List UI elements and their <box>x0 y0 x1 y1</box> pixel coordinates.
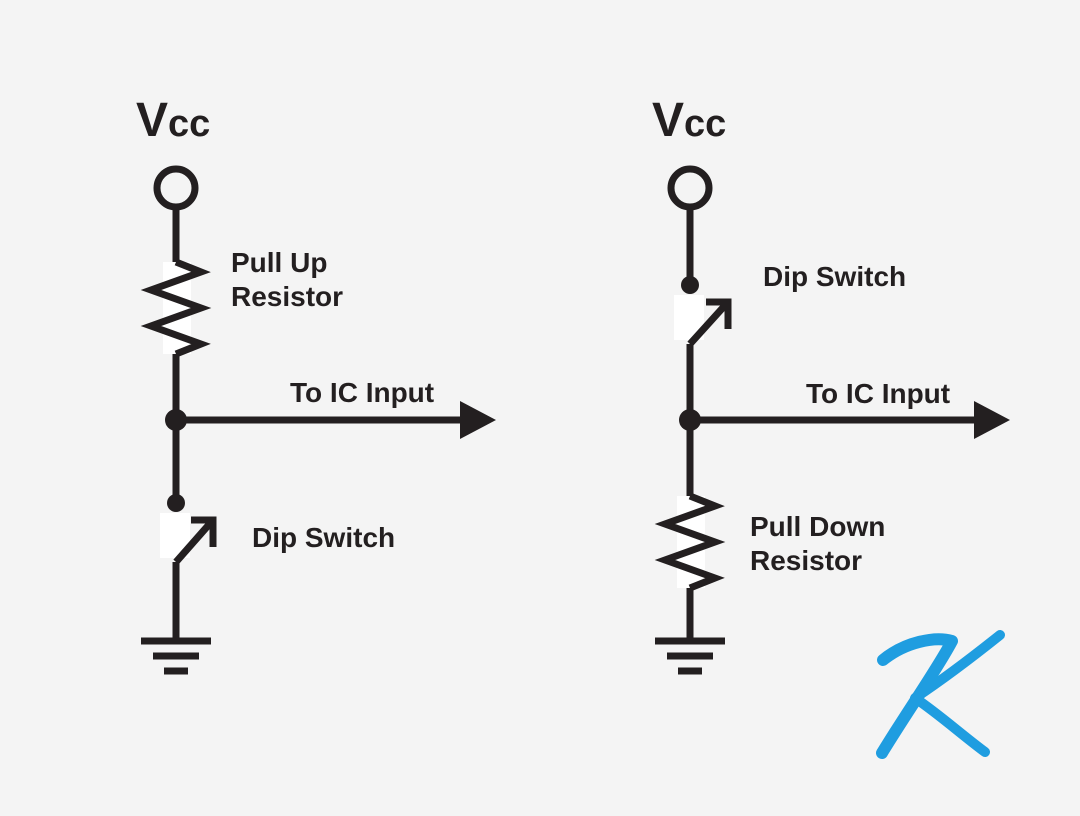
switch-contact-right <box>681 276 699 294</box>
output-arrow-left <box>460 401 496 439</box>
output-label-left: To IC Input <box>290 377 435 408</box>
pull-up-circuit <box>140 165 496 675</box>
pull-up-resistor-label: Pull Up Resistor <box>231 246 343 314</box>
vcc-main-left: V <box>136 94 169 147</box>
ground-symbol-right <box>655 637 725 675</box>
vcc-sub-right: cc <box>684 103 727 145</box>
dip-switch-label-right: Dip Switch <box>763 261 907 292</box>
pull-up-resistor-label-line1: Pull Up <box>231 247 328 278</box>
vcc-label-right: Vcc <box>652 96 726 149</box>
vcc-terminal-right <box>667 165 713 211</box>
pull-down-circuit <box>654 165 1010 675</box>
pull-down-resistor-label-line2: Resistor <box>750 545 863 576</box>
dip-switch-left <box>173 516 217 565</box>
k-logo-icon <box>876 630 1005 759</box>
switch-contact-left <box>167 494 185 512</box>
vcc-label-left: Vcc <box>136 96 210 149</box>
vcc-terminal-left <box>153 165 199 211</box>
pull-up-resistor <box>140 258 212 358</box>
pull-down-resistor-label: Pull Down Resistor <box>750 510 885 578</box>
output-arrow-right <box>974 401 1010 439</box>
dip-switch-right <box>687 298 732 347</box>
pull-down-resistor <box>654 492 726 592</box>
pull-down-resistor-label-line1: Pull Down <box>750 511 886 542</box>
dip-switch-label-left: Dip Switch <box>252 522 396 553</box>
vcc-main-right: V <box>652 94 685 147</box>
pull-up-resistor-label-line2: Resistor <box>231 281 344 312</box>
vcc-sub-left: cc <box>168 103 211 145</box>
ground-symbol-left <box>141 637 211 675</box>
output-label-right: To IC Input <box>806 378 951 409</box>
